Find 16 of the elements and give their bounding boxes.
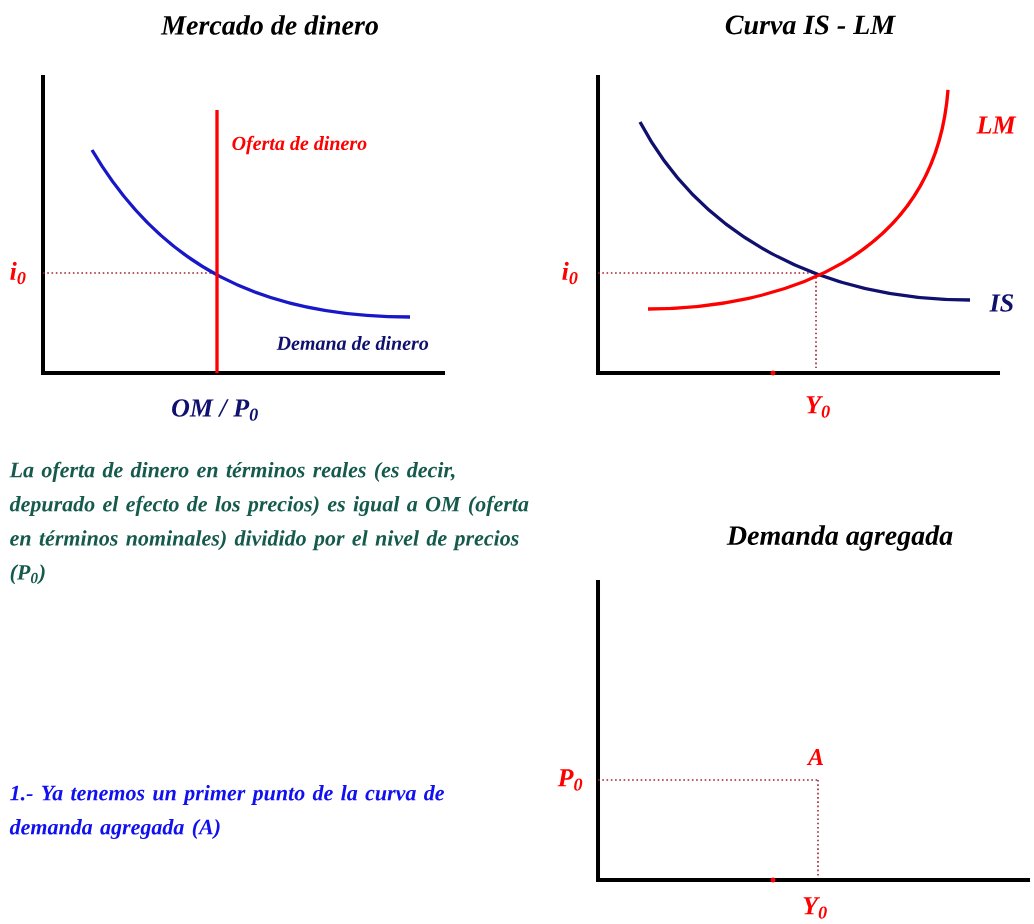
axis-label: OM / P$_{0}$ xyxy=(172,399,258,421)
curve-label: LM xyxy=(976,116,1017,134)
axis-label: Y$_{0}$ xyxy=(803,897,827,919)
curve-label: IS xyxy=(989,294,1014,312)
chart-title: Mercado de dinero xyxy=(160,15,378,35)
chart-title: Curva IS - LM xyxy=(725,15,896,35)
axis-label: i$_{0}$ xyxy=(10,261,26,285)
paragraph: La oferta de dinero en términos reales (es decir, depurado el efecto de los precios) es igual a OM (oferta en términos nominales) dividido por el nivel de precios (P$_{0}$) xyxy=(9,461,529,585)
chart-title: Demanda agregada xyxy=(726,525,953,551)
curve-label: Demana de dinero xyxy=(276,336,429,351)
axis-label: Y$_{0}$ xyxy=(806,396,830,418)
curve-label: Oferta de dinero xyxy=(232,135,367,155)
note: 1.- Ya tenemos un primer punto de la curva de demanda agregada (A) xyxy=(9,784,445,840)
axis-label: i$_{0}$ xyxy=(562,261,578,285)
point-label: A xyxy=(806,749,824,765)
axis-label: P$_{0}$ xyxy=(557,769,583,791)
